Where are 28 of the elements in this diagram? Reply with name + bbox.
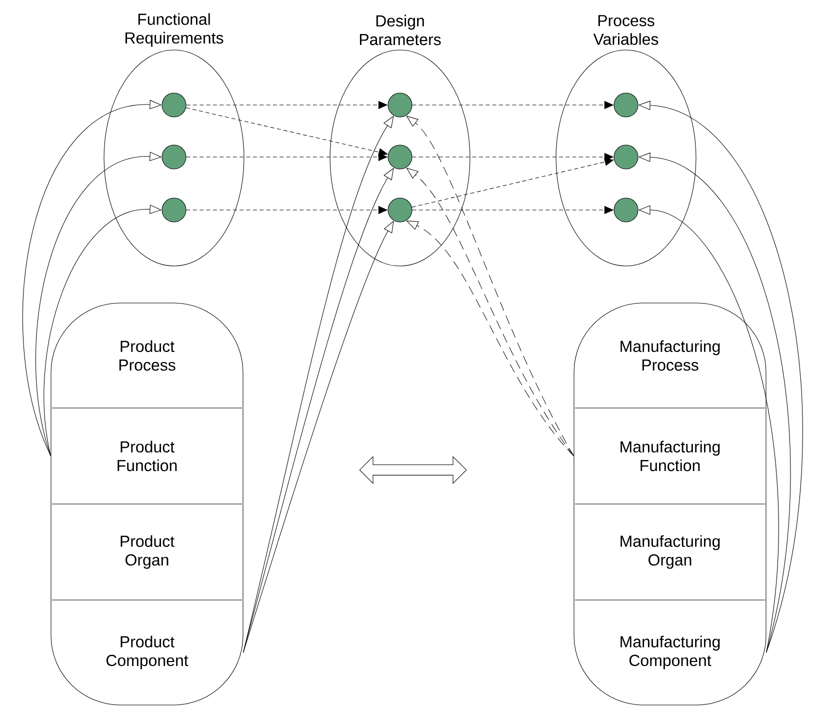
node-label: Functional Requirements (126, 13, 224, 47)
cell: Manufacturing Component (574, 600, 766, 670)
node-label: Process Variables (593, 15, 658, 45)
circle (162, 144, 186, 170)
capsule-box (50, 302, 244, 706)
cell: Manufacturing Organ (574, 504, 766, 569)
ellipse-group: Functional Requirements (104, 13, 244, 266)
circle (388, 198, 412, 222)
curved-arrow (406, 116, 574, 456)
cell: Product Component (52, 600, 242, 670)
circle (388, 92, 412, 118)
cell: Product Function (52, 408, 242, 472)
node-label: Design Parameters (360, 14, 441, 46)
circle (162, 198, 186, 222)
ellipse-group: Process Variables (556, 15, 696, 266)
cell: Manufacturing Process (620, 340, 720, 371)
cell: Product Organ (52, 504, 242, 569)
ellipse-group: Design Parameters (330, 14, 470, 266)
cell: Product Process (119, 340, 176, 371)
double-arrow (359, 456, 467, 484)
cell: Manufacturing Function (574, 408, 766, 472)
circle (162, 92, 186, 118)
circle (614, 92, 638, 118)
curved-arrow (406, 168, 574, 456)
capsule-box (574, 302, 766, 706)
circle (614, 198, 638, 222)
circle (614, 144, 638, 170)
circle (388, 144, 412, 170)
